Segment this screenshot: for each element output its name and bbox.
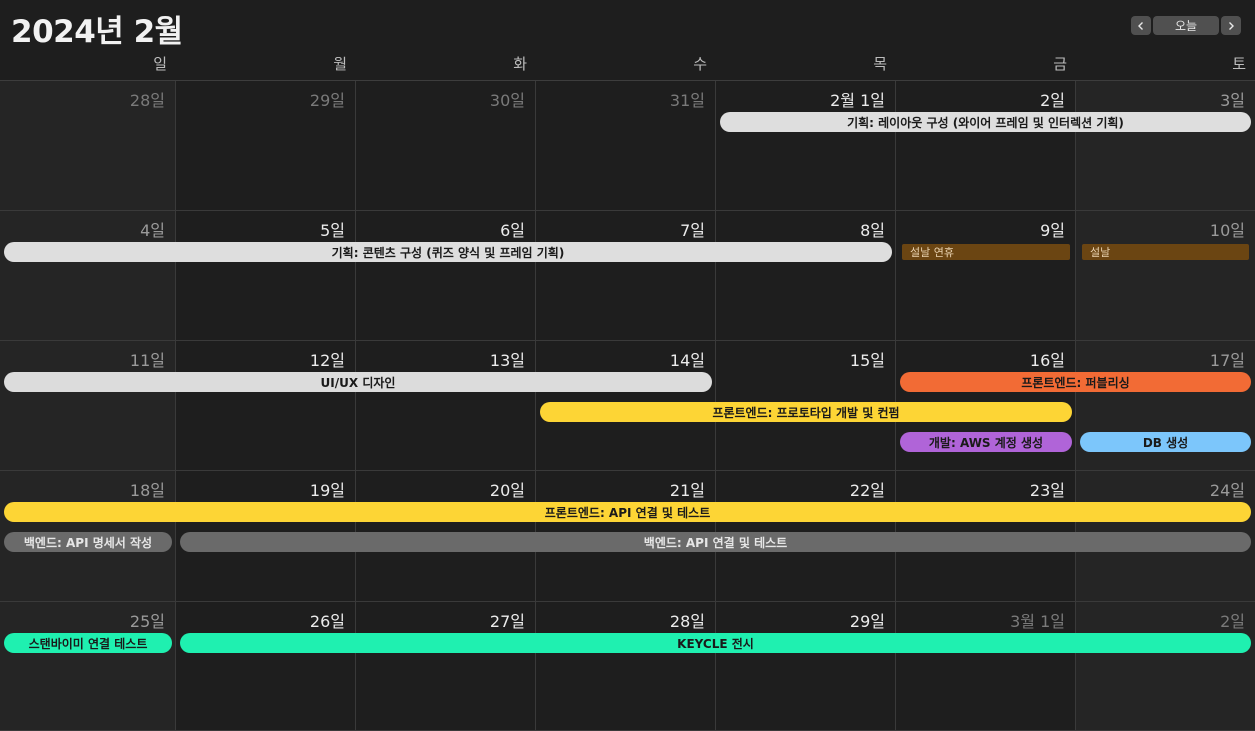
date-number: 13일 [489, 351, 525, 370]
calendar-event[interactable]: 백엔드: API 연결 및 테스트 [180, 532, 1251, 552]
date-number: 7일 [680, 221, 705, 240]
day-cell[interactable]: 28일 [0, 81, 176, 211]
weekday-label: 토 [1232, 55, 1246, 73]
day-cell[interactable]: 4일 [0, 211, 176, 341]
date-number: 28일 [669, 612, 705, 631]
calendar-event[interactable]: UI/UX 디자인 [4, 372, 712, 392]
month-title: 2024년 2월 [11, 14, 183, 50]
day-cell[interactable]: 9일 [896, 211, 1076, 341]
calendar-event[interactable]: 프론트엔드: 퍼블리싱 [900, 372, 1251, 392]
day-cell[interactable]: 12일 [176, 341, 356, 471]
calendar-event[interactable]: 설날 연휴 [902, 244, 1070, 260]
date-number: 2일 [1040, 91, 1065, 110]
calendar-event[interactable]: 프론트엔드: API 연결 및 테스트 [4, 502, 1251, 522]
date-number: 2일 [1220, 612, 1245, 631]
weekday-label: 일 [153, 55, 167, 73]
calendar-event[interactable]: 기획: 레이아웃 구성 (와이어 프레임 및 인터렉션 기획) [720, 112, 1251, 132]
date-number: 4일 [140, 221, 165, 240]
day-cell[interactable]: 27일 [356, 602, 536, 731]
date-number: 28일 [129, 91, 165, 110]
calendar-event[interactable]: 프론트엔드: 프로토타입 개발 및 컨펌 [540, 402, 1072, 422]
day-cell[interactable]: 31일 [536, 81, 716, 211]
date-number: 8일 [860, 221, 885, 240]
day-cell[interactable]: 2일 [1076, 602, 1255, 731]
day-cell[interactable]: 28일 [536, 602, 716, 731]
date-number: 25일 [129, 612, 165, 631]
date-number: 23일 [1029, 481, 1065, 500]
date-number: 9일 [1040, 221, 1065, 240]
date-number: 14일 [669, 351, 705, 370]
date-number: 24일 [1209, 481, 1245, 500]
day-cell[interactable]: 6일 [356, 211, 536, 341]
date-number: 15일 [849, 351, 885, 370]
calendar-event[interactable]: 백엔드: API 명세서 작성 [4, 532, 172, 552]
day-cell[interactable]: 8일 [716, 211, 896, 341]
calendar-event[interactable]: 스탠바이미 연결 테스트 [4, 633, 172, 653]
chevron-left-icon [1138, 21, 1143, 30]
day-cell[interactable]: 25일 [0, 602, 176, 731]
calendar-event[interactable]: 설날 [1082, 244, 1249, 260]
date-number: 17일 [1209, 351, 1245, 370]
weekday-label: 월 [333, 55, 347, 73]
date-number: 22일 [849, 481, 885, 500]
date-number: 5일 [320, 221, 345, 240]
day-cell[interactable]: 3월 1일 [896, 602, 1076, 731]
weekday-label: 목 [873, 55, 887, 73]
chevron-right-icon [1229, 21, 1234, 30]
date-number: 2월 1일 [830, 91, 885, 110]
date-number: 27일 [489, 612, 525, 631]
day-cell[interactable]: 3일 [1076, 81, 1255, 211]
weekday-label: 금 [1053, 55, 1067, 73]
date-number: 30일 [489, 91, 525, 110]
date-number: 16일 [1029, 351, 1065, 370]
day-cell[interactable]: 29일 [716, 602, 896, 731]
day-cell[interactable]: 30일 [356, 81, 536, 211]
day-cell[interactable]: 2일 [896, 81, 1076, 211]
header-divider [0, 80, 1255, 81]
date-number: 21일 [669, 481, 705, 500]
calendar-event[interactable]: 기획: 콘텐츠 구성 (퀴즈 양식 및 프레임 기획) [4, 242, 892, 262]
calendar-event[interactable]: KEYCLE 전시 [180, 633, 1251, 653]
day-cell[interactable]: 5일 [176, 211, 356, 341]
day-cell[interactable]: 7일 [536, 211, 716, 341]
day-cell[interactable]: 13일 [356, 341, 536, 471]
weekday-label: 화 [513, 55, 527, 73]
date-number: 20일 [489, 481, 525, 500]
calendar-event[interactable]: 개발: AWS 계정 생성 [900, 432, 1072, 452]
next-month-button[interactable] [1221, 16, 1241, 35]
calendar-event[interactable]: DB 생성 [1080, 432, 1251, 452]
date-number: 10일 [1209, 221, 1245, 240]
day-cell[interactable]: 29일 [176, 81, 356, 211]
date-number: 26일 [309, 612, 345, 631]
date-number: 31일 [669, 91, 705, 110]
date-number: 3일 [1220, 91, 1245, 110]
day-cell[interactable]: 2월 1일 [716, 81, 896, 211]
date-number: 6일 [500, 221, 525, 240]
day-cell[interactable]: 11일 [0, 341, 176, 471]
date-number: 29일 [849, 612, 885, 631]
weekday-label: 수 [693, 55, 707, 73]
date-number: 29일 [309, 91, 345, 110]
date-number: 19일 [309, 481, 345, 500]
date-number: 18일 [129, 481, 165, 500]
today-button[interactable]: 오늘 [1153, 16, 1219, 35]
date-number: 3월 1일 [1010, 612, 1065, 631]
prev-month-button[interactable] [1131, 16, 1151, 35]
date-number: 12일 [309, 351, 345, 370]
day-cell[interactable]: 10일 [1076, 211, 1255, 341]
month-navigation: 오늘 [1131, 16, 1241, 35]
date-number: 11일 [129, 351, 165, 370]
day-cell[interactable]: 26일 [176, 602, 356, 731]
